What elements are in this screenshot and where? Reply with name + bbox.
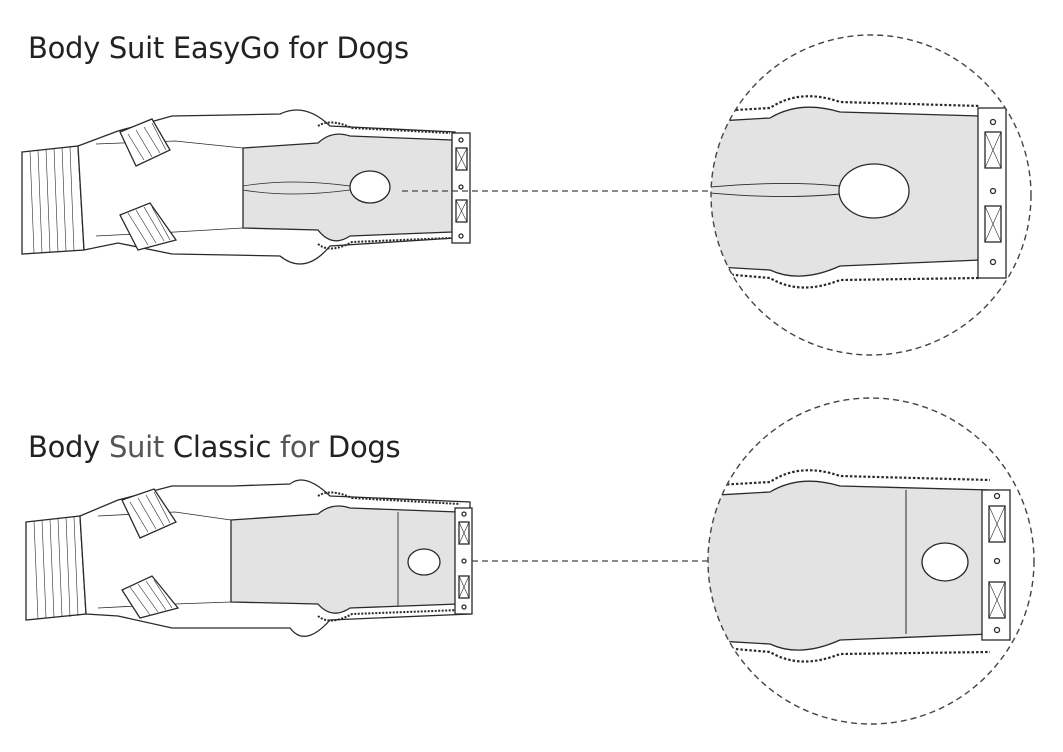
classic-title-word: Dogs — [327, 430, 401, 464]
classic-title: Body Suit Classic for Dogs — [28, 430, 401, 464]
zoom-circle-outline — [707, 397, 1035, 725]
neck-cuff — [21, 145, 85, 255]
easygo-suit-drawing — [21, 109, 471, 265]
front-leg-upper — [121, 488, 177, 539]
neck-cuff — [25, 515, 87, 621]
classic-suit-drawing — [25, 479, 473, 637]
front-leg-upper — [119, 118, 171, 167]
vent-opening — [349, 170, 391, 204]
drawstring — [242, 181, 351, 195]
classic-title-word: Classic — [172, 430, 272, 464]
classic-title-word: for — [280, 430, 319, 464]
classic-title-word: Body — [28, 430, 101, 464]
easygo-title: Body Suit EasyGo for Dogs — [28, 31, 409, 65]
zoom-circle-outline — [710, 34, 1032, 356]
zoom-detail-classic — [707, 397, 1035, 725]
belly-panel — [242, 133, 453, 242]
vent-opening — [407, 548, 441, 576]
front-leg-lower — [119, 202, 178, 251]
classic-title-word: Suit — [108, 430, 164, 464]
zoom-detail-easygo — [710, 34, 1032, 356]
